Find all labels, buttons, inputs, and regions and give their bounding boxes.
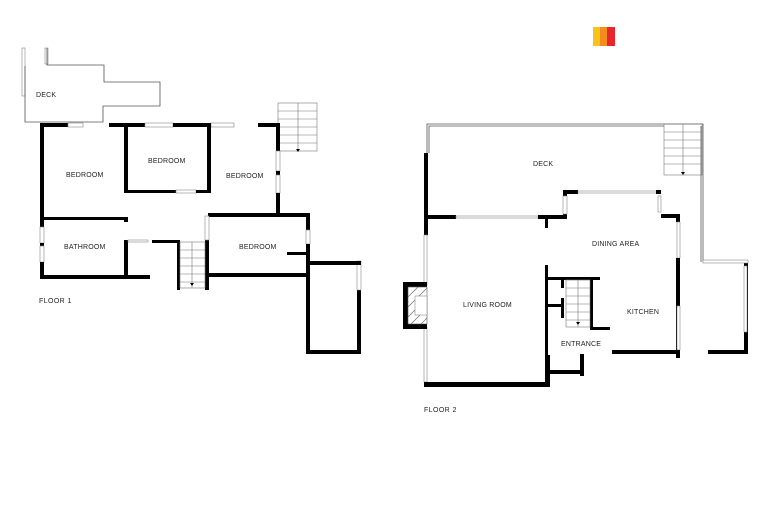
- walls: [403, 153, 749, 387]
- room-label-deck: DECK: [533, 161, 553, 168]
- floor-1-plan: DECK BEDROOM BEDROOM BEDROOM BATHROOM BE…: [21, 47, 362, 354]
- stairs-icon: [663, 123, 703, 176]
- floor-2-plan: DECK DINING AREA LIVING ROOM KITCHEN ENT…: [403, 123, 749, 414]
- brand-logo-icon: [593, 27, 615, 46]
- stairs-icon: [179, 241, 206, 289]
- room-label-deck: DECK: [36, 92, 56, 99]
- walls: [39, 122, 358, 290]
- deck-outline: [21, 47, 161, 123]
- room-label-bedroom: BEDROOM: [148, 158, 186, 165]
- floor-2-label: FLOOR 2: [424, 407, 457, 414]
- room-label-kitchen: KITCHEN: [627, 309, 659, 316]
- floor-1-label: FLOOR 1: [39, 298, 72, 305]
- room-label-bathroom: BATHROOM: [64, 244, 106, 251]
- fireplace-icon: [403, 282, 428, 329]
- room-label-bedroom: BEDROOM: [66, 172, 104, 179]
- room-label-bedroom: BEDROOM: [239, 244, 277, 251]
- room-label-entrance: ENTRANCE: [561, 341, 601, 348]
- stairs-icon: [565, 279, 591, 328]
- room-label-living-room: LIVING ROOM: [463, 302, 512, 309]
- room-label-dining-area: DINING AREA: [592, 241, 639, 248]
- stairs-icon: [277, 102, 318, 152]
- room-label-bedroom: BEDROOM: [226, 173, 264, 180]
- storage-room: [306, 260, 362, 354]
